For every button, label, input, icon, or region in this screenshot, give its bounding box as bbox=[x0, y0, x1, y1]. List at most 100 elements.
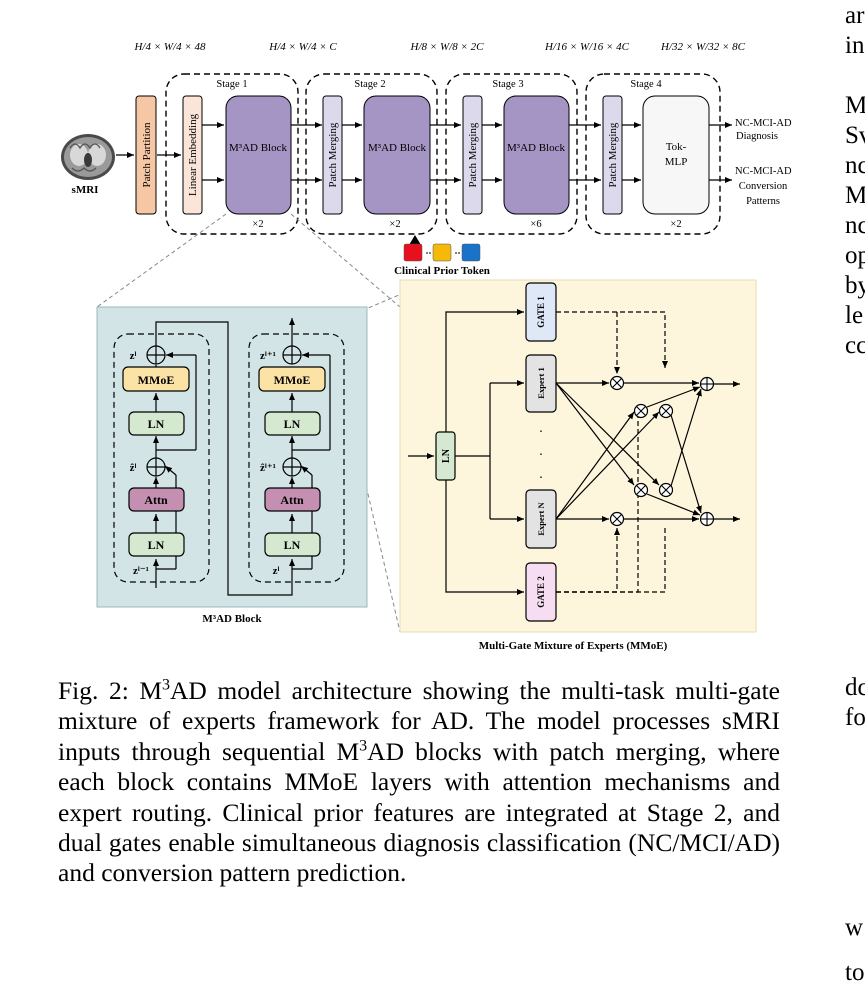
m3ad-block-stage-1 bbox=[225, 95, 292, 215]
patch-merging-stage-4 bbox=[602, 95, 623, 215]
output-conversion: Patterns bbox=[746, 196, 780, 207]
rcol-line: M bbox=[845, 182, 865, 209]
patch-merging-stage-3 bbox=[462, 95, 483, 215]
dim-label: H/32 × W/32 × 8C bbox=[660, 41, 746, 53]
caption-sup: 3 bbox=[359, 737, 368, 755]
var-z-l: zˡ bbox=[130, 350, 137, 362]
rcol-line: cc bbox=[845, 332, 865, 359]
m3ad-block-label: M³AD Block bbox=[368, 142, 426, 154]
multiply-icon bbox=[658, 403, 674, 419]
multiply-icon bbox=[609, 511, 625, 527]
multiply-icon bbox=[609, 375, 625, 391]
ln-label: LN bbox=[148, 417, 165, 431]
dim-label: H/4 × W/4 × 48 bbox=[133, 41, 206, 53]
dim-label: H/16 × W/16 × 4C bbox=[544, 41, 630, 53]
right-column-fragment: ar in bbox=[845, 1, 864, 61]
stage-1-repeat: ×2 bbox=[252, 219, 263, 230]
var-zhat-l-plus-1: ẑˡ⁺¹ bbox=[260, 462, 276, 474]
caption-text: AD blocks with patch merging, where each… bbox=[58, 736, 780, 888]
figure-caption: Fig. 2: M3AD model architecture showing … bbox=[58, 676, 780, 889]
ln-label: LN bbox=[284, 417, 301, 431]
right-column-fragment: dc fo bbox=[845, 673, 865, 733]
mmoe-label: MMoE bbox=[274, 373, 311, 387]
var-z-l-plus-1: zˡ⁺¹ bbox=[260, 350, 276, 362]
rcol-line: nc bbox=[845, 152, 865, 179]
rcol-line: ar bbox=[845, 2, 865, 29]
m3ad-block-label: M³AD Block bbox=[507, 142, 565, 154]
mmoe-ln-label: LN bbox=[441, 448, 452, 463]
smri-label: sMRI bbox=[72, 184, 99, 196]
dim-label: H/4 × W/4 × C bbox=[268, 41, 337, 53]
caption-text: AD model architecture showing the multi-… bbox=[58, 676, 781, 766]
rcol-line: fo bbox=[845, 704, 865, 731]
var-z-l-minus-1: zˡ⁻¹ bbox=[133, 565, 149, 577]
dim-label: H/8 × W/8 × 2C bbox=[410, 41, 485, 53]
rcol-line: to bbox=[845, 959, 865, 986]
rcol-line: dc bbox=[845, 674, 865, 701]
ellipsis-dots: · bbox=[539, 425, 544, 440]
output-conversion: NC-MCI-AD bbox=[735, 166, 792, 177]
m3ad-block-detail-panel bbox=[96, 306, 368, 608]
mmoe-box bbox=[258, 366, 326, 392]
add-icon bbox=[699, 376, 715, 392]
m3ad-block-stage-3 bbox=[503, 95, 570, 215]
right-column-fragment: w bbox=[845, 913, 863, 943]
gate-1-label: GATE 1 bbox=[536, 296, 546, 328]
mmoe-detail-title: Multi-Gate Mixture of Experts (MMoE) bbox=[479, 640, 668, 652]
stage-1-label: Stage 1 bbox=[216, 79, 247, 90]
expert-1-label: Expert 1 bbox=[536, 367, 546, 398]
stage-2-label: Stage 2 bbox=[354, 79, 385, 90]
ellipsis-dots: · bbox=[539, 471, 544, 486]
stage-3-label: Stage 3 bbox=[492, 79, 523, 90]
clinical-token-yellow bbox=[432, 243, 452, 262]
rcol-line: le bbox=[845, 302, 864, 329]
stage-3-repeat: ×6 bbox=[530, 219, 541, 230]
rcol-line: in bbox=[845, 32, 865, 59]
architecture-figure: H/4 × W/4 × 48 H/4 × W/4 × C H/8 × W/8 ×… bbox=[61, 41, 792, 652]
patch-merging-stage-2 bbox=[322, 95, 343, 215]
ln-label: LN bbox=[148, 538, 165, 552]
stage-4-repeat: ×2 bbox=[670, 219, 681, 230]
rcol-line: M bbox=[845, 92, 865, 119]
mmoe-label: MMoE bbox=[138, 373, 175, 387]
ellipsis-dots: · bbox=[539, 448, 544, 463]
block-detail-title: M³AD Block bbox=[202, 613, 262, 625]
patch-merging-label: Patch Merging bbox=[607, 122, 619, 187]
attn-label: Attn bbox=[144, 493, 168, 507]
var-z-l-right: zˡ bbox=[273, 565, 280, 577]
caption-lead: Fig. 2: M bbox=[58, 676, 163, 705]
right-column-fragment: M Sv nc M nc op by le cc bbox=[845, 91, 865, 361]
m3ad-block-label: M³AD Block bbox=[229, 142, 287, 154]
output-diagnosis: Diagnosis bbox=[736, 131, 778, 142]
stage-4-label: Stage 4 bbox=[630, 79, 662, 90]
attn-label: Attn bbox=[280, 493, 304, 507]
linear-embedding-label: Linear Embedding bbox=[187, 113, 199, 196]
tok-mlp-box bbox=[642, 95, 710, 215]
rcol-line: Sv bbox=[845, 122, 865, 149]
patch-merging-label: Patch Merging bbox=[327, 122, 339, 187]
linear-embedding-box bbox=[182, 95, 203, 215]
tok-mlp-label: MLP bbox=[665, 156, 688, 168]
clinical-token-blue bbox=[461, 243, 481, 262]
rcol-line: op bbox=[845, 242, 865, 269]
rcol-line: by bbox=[845, 272, 865, 299]
m3ad-block-stage-2 bbox=[363, 95, 431, 215]
stage-3-frame bbox=[445, 73, 578, 235]
clinical-token-red bbox=[403, 243, 423, 262]
right-column-fragment: to bbox=[845, 958, 864, 988]
rcol-line: w bbox=[845, 914, 864, 941]
output-diagnosis: NC-MCI-AD bbox=[735, 118, 792, 129]
patch-partition-box bbox=[135, 95, 157, 215]
tok-mlp-label: Tok- bbox=[666, 141, 687, 153]
expert-n-label: Expert N bbox=[536, 502, 546, 536]
rcol-line: nc bbox=[845, 212, 865, 239]
add-icon bbox=[699, 511, 715, 527]
clinical-prior-token-label: Clinical Prior Token bbox=[394, 265, 490, 277]
multiply-icon bbox=[633, 482, 649, 498]
ln-label: LN bbox=[284, 538, 301, 552]
patch-merging-label: Patch Merging bbox=[467, 122, 479, 187]
patch-partition-label: Patch Partition bbox=[141, 122, 153, 188]
caption-sup: 3 bbox=[162, 676, 171, 694]
brain-mri-image bbox=[61, 134, 115, 180]
stage-2-frame bbox=[305, 73, 438, 235]
